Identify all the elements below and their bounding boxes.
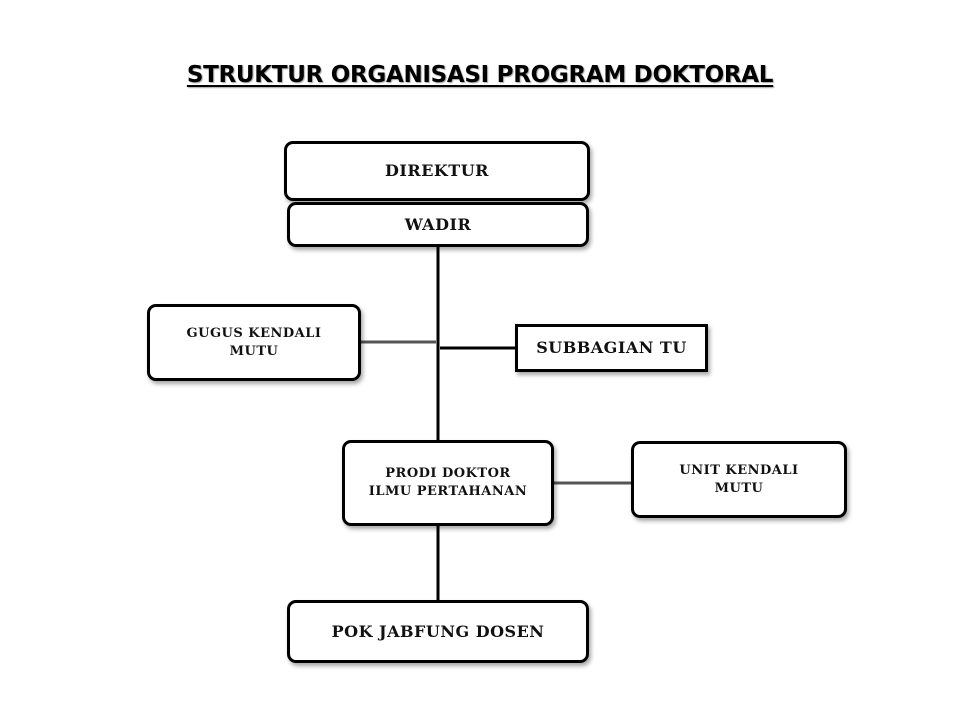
node-subbagian-tu-label: SUBBAGIAN TU (536, 338, 687, 358)
node-prodi-doktor: PRODI DOKTOR ILMU PERTAHANAN (342, 440, 554, 526)
node-subbagian-tu: SUBBAGIAN TU (515, 324, 708, 372)
node-direktur-label: DIREKTUR (385, 161, 489, 181)
node-wadir: WADIR (287, 202, 589, 247)
node-prodi-doktor-label: PRODI DOKTOR ILMU PERTAHANAN (368, 466, 528, 499)
node-wadir-label: WADIR (404, 214, 472, 234)
node-pok-jabfung-dosen-label: POK JABFUNG DOSEN (331, 621, 545, 641)
node-pok-jabfung-dosen: POK JABFUNG DOSEN (287, 600, 589, 663)
node-unit-kendali-mutu: UNIT KENDALI MUTU (631, 441, 847, 518)
node-gugus-kendali-mutu-label: GUGUS KENDALI MUTU (186, 325, 322, 359)
node-direktur: DIREKTUR (284, 141, 590, 201)
page-title: STRUKTUR ORGANISASI PROGRAM DOKTORAL (186, 62, 774, 88)
node-gugus-kendali-mutu: GUGUS KENDALI MUTU (147, 304, 361, 381)
node-unit-kendali-mutu-label: UNIT KENDALI MUTU (679, 462, 799, 496)
